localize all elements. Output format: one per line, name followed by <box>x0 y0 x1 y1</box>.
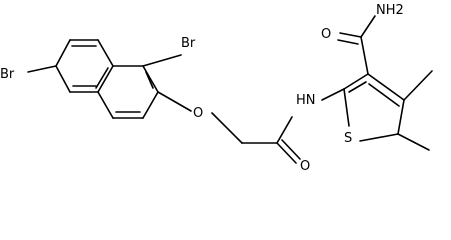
atom-amide-nh: HN <box>296 93 316 108</box>
bond <box>95 67 109 89</box>
bond <box>359 133 399 142</box>
bond <box>403 70 433 101</box>
atom-carboxamide-nh2: NH2 <box>376 3 404 18</box>
bond <box>276 142 297 164</box>
atom-carboxamide-oxygen: O <box>321 27 331 42</box>
bond <box>343 73 369 90</box>
bond <box>343 88 350 127</box>
bond <box>97 91 114 119</box>
bond <box>27 65 57 73</box>
bond <box>142 54 182 67</box>
atom-br-top: Br <box>181 36 196 51</box>
atom-amide-oxygen: O <box>300 159 310 174</box>
bond <box>360 15 376 38</box>
bond <box>321 88 345 101</box>
bond <box>142 91 159 119</box>
bond <box>337 39 359 45</box>
bond <box>360 36 369 75</box>
bond <box>281 139 301 160</box>
bond <box>55 65 71 93</box>
atom-ether-oxygen: O <box>193 106 203 121</box>
atom-thiophene-sulfur: S <box>344 131 352 146</box>
bond <box>97 65 114 93</box>
bond <box>397 133 430 151</box>
bond <box>368 83 400 107</box>
bond <box>276 116 293 144</box>
bond <box>97 39 114 67</box>
bond <box>145 71 154 89</box>
bond <box>55 39 71 67</box>
atom-br-left: Br <box>0 67 15 82</box>
bond <box>339 32 362 38</box>
bond <box>157 91 192 112</box>
molecule-structure: Br Br O HN O NH2 O S <box>0 3 433 174</box>
bond <box>348 81 367 93</box>
bond <box>397 99 405 135</box>
bond <box>367 73 405 101</box>
bond <box>211 112 243 144</box>
bond <box>142 65 159 93</box>
